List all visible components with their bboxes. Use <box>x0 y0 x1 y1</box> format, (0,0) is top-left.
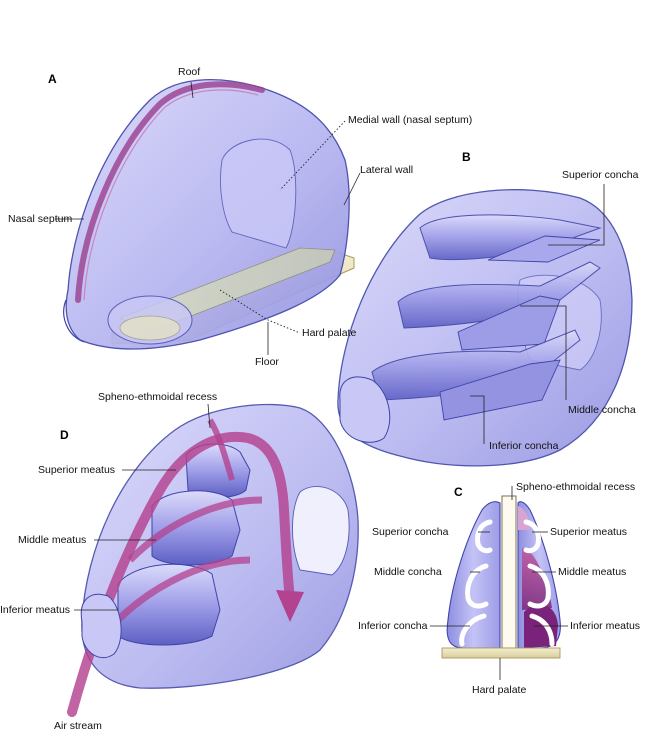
label-middle-meatus-d: Middle meatus <box>18 534 87 546</box>
label-medial-wall: Medial wall (nasal septum) <box>348 114 473 126</box>
label-floor: Floor <box>255 356 279 368</box>
panel-c-drawing <box>430 486 568 680</box>
label-superior-concha-c: Superior concha <box>372 526 449 538</box>
label-inferior-concha-b: Inferior concha <box>489 440 559 452</box>
label-nasal-septum: Nasal septum <box>8 213 73 225</box>
panel-label-b: B <box>462 150 471 164</box>
label-superior-meatus-d: Superior meatus <box>38 464 116 476</box>
label-lateral-wall: Lateral wall <box>360 164 414 176</box>
label-middle-concha-b: Middle concha <box>568 404 636 416</box>
panel-label-c: C <box>454 485 463 499</box>
panel-b-drawing <box>337 184 633 467</box>
label-inferior-concha-c: Inferior concha <box>358 620 428 632</box>
label-hard-palate-c: Hard palate <box>472 684 527 696</box>
label-air-stream: Air stream <box>54 720 102 732</box>
label-middle-concha-c: Middle concha <box>374 566 442 578</box>
label-superior-concha-b: Superior concha <box>562 169 639 181</box>
panel-label-d: D <box>60 428 69 442</box>
panel-d-drawing <box>67 403 359 717</box>
label-inferior-meatus-c: Inferior meatus <box>570 620 641 632</box>
label-inferior-meatus-d: Inferior meatus <box>0 604 71 616</box>
label-middle-meatus-c: Middle meatus <box>558 566 627 578</box>
label-superior-meatus-c: Superior meatus <box>550 526 628 538</box>
label-hard-palate-a: Hard palate <box>302 327 357 339</box>
panel-label-a: A <box>48 72 57 86</box>
label-roof: Roof <box>178 66 201 78</box>
label-spheno-recess-d: Spheno-ethmoidal recess <box>98 391 218 403</box>
panel-a-drawing <box>55 79 361 355</box>
label-spheno-recess-c: Spheno-ethmoidal recess <box>516 481 636 493</box>
